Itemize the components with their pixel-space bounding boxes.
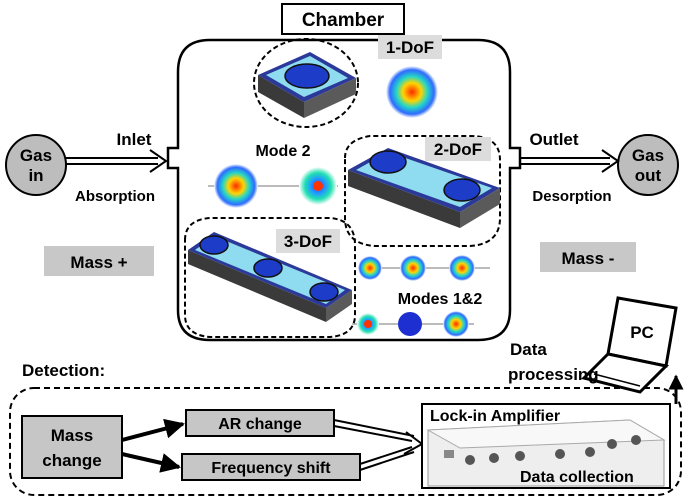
data-processing-line1: Data [510,340,547,359]
frequency-shift-box [181,453,361,481]
chamber-outline [166,38,522,342]
ar-change-label: AR change [218,416,302,433]
absorption-label: Absorption [75,188,155,205]
inlet-arrow [66,149,168,173]
arrow-to-frequency-shift [121,452,181,473]
modes12-row2 [352,311,474,337]
gas-in-line2: in [28,166,43,185]
mass-change-line1: Mass [51,426,94,445]
modes12-label: Modes 1&2 [398,291,483,308]
mass-minus-box [540,242,636,272]
gas-out-circle [617,134,679,196]
lockin-device-image [426,419,666,487]
dof2-label-bg [425,137,491,161]
dof1-boundary [253,38,359,128]
inlet-label: Inlet [117,130,152,149]
lockin-label: Lock-in Amplifier [430,408,560,425]
mass-change-box [21,415,123,479]
data-collection-label: Data collection [520,469,634,486]
gas-in-circle [5,134,67,196]
gas-out-line2: out [635,166,662,185]
mass-change-line2: change [42,451,102,470]
chamber-title: Chamber [302,10,385,31]
mode2-label: Mode 2 [255,143,310,160]
dof1-label: 1-DoF [386,38,434,57]
outlet-arrow [520,149,620,173]
dof3-device [188,232,352,322]
dof3-boundary [184,217,356,338]
laptop-icon [581,296,678,394]
gas-out-line1: Gas [632,146,664,165]
mass-plus-box [44,246,154,276]
outlet-label: Outlet [529,130,578,149]
dof1-label-bg [378,35,442,59]
desorption-label: Desorption [532,188,611,205]
pc-label: PC [630,323,654,342]
mass-minus-label: Mass - [562,249,615,268]
detection-title: Detection: [22,361,105,380]
mass-plus-label: Mass + [70,253,127,272]
detection-region [9,387,682,496]
mode2-shapes [208,164,338,208]
dof2-device [348,148,500,228]
dof1-device [258,52,356,118]
ar-change-box [185,409,335,437]
dof3-label-bg [276,229,340,253]
modes12-row1 [358,255,490,281]
dof2-label: 2-DoF [434,140,482,159]
dof3-label: 3-DoF [284,232,332,251]
frequency-shift-label: Frequency shift [211,460,331,477]
data-processing-line2: processing [508,365,599,384]
dof2-boundary [344,135,501,247]
dof1-mode-shape [386,66,438,118]
chamber-title-box [281,3,405,35]
gas-in-line1: Gas [20,146,52,165]
arrow-to-ar-change [121,418,185,442]
